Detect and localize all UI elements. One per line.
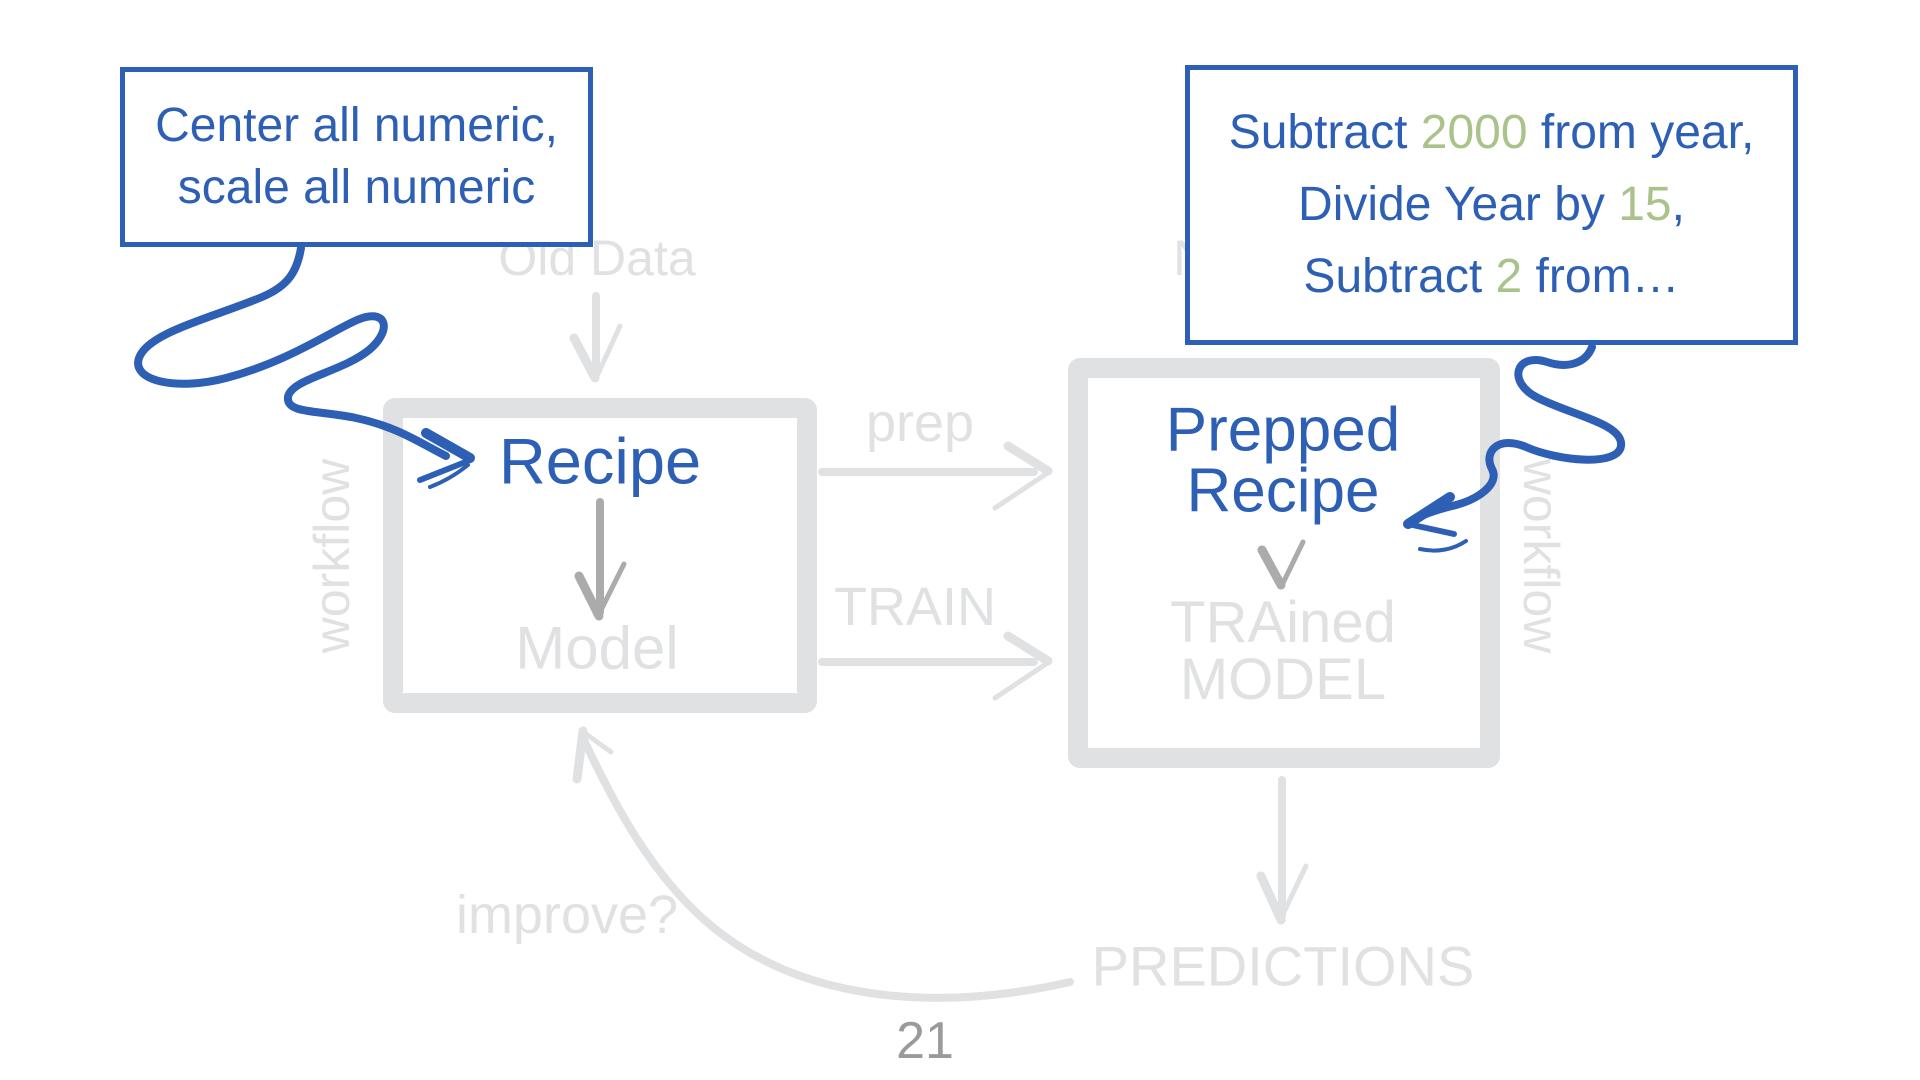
subtract-from-value: 2 <box>1495 250 1523 303</box>
predictions-label: PREDICTIONS <box>1091 934 1475 998</box>
improve-curve-arrow <box>572 726 1074 1002</box>
old-data-down-arrow <box>569 292 623 383</box>
improve-label: improve? <box>455 885 679 945</box>
page-number: 21 <box>896 1012 954 1070</box>
prepped-recipe-line1: Prepped <box>1165 395 1401 465</box>
center-scale-line1: Center all numeric, <box>155 98 558 152</box>
divide-year-tail: , <box>1671 178 1685 231</box>
subtract-from-tail: from… <box>1522 250 1680 303</box>
subtract-year-tail: from year, <box>1527 106 1755 159</box>
divide-year-value: 15 <box>1618 178 1672 231</box>
divide-year-text: Divide Year by <box>1298 178 1619 231</box>
train-arrow <box>818 631 1053 701</box>
workflow-right-label: workflow <box>1513 458 1569 654</box>
center-scale-line2: scale all numeric <box>177 161 536 214</box>
workflow-left-label: workflow <box>304 458 360 654</box>
model-label: Model <box>515 614 679 682</box>
divide-year-line: Divide Year by 15, <box>1298 169 1685 241</box>
subtract-year-value: 2000 <box>1420 106 1528 159</box>
subtract-from-text: Subtract <box>1303 250 1496 303</box>
trained-model-line1: TRAined <box>1170 590 1396 656</box>
trained-model-line2: MODEL <box>1179 647 1387 712</box>
prepped-recipe-line2: Recipe <box>1186 456 1380 525</box>
prep-arrow <box>818 441 1053 511</box>
subtract-year-text: Subtract <box>1228 106 1421 159</box>
trained-model-label: TRAined MODEL <box>1170 590 1396 712</box>
subtract-from-line: Subtract 2 from… <box>1303 241 1679 313</box>
train-label: TRAIN <box>834 577 996 637</box>
trained-to-predictions-arrow <box>1256 776 1309 925</box>
center-scale-callout: Center all numeric, scale all numeric <box>120 67 593 247</box>
workflow-box-left <box>383 398 817 713</box>
prep-label: prep <box>865 393 975 453</box>
recipe-label: Recipe <box>498 424 702 498</box>
prepped-recipe-label: Prepped Recipe <box>1165 395 1401 525</box>
subtract-year-line: Subtract 2000 from year, <box>1229 97 1755 169</box>
subtract-divide-callout: Subtract 2000 from year, Divide Year by … <box>1185 65 1798 345</box>
